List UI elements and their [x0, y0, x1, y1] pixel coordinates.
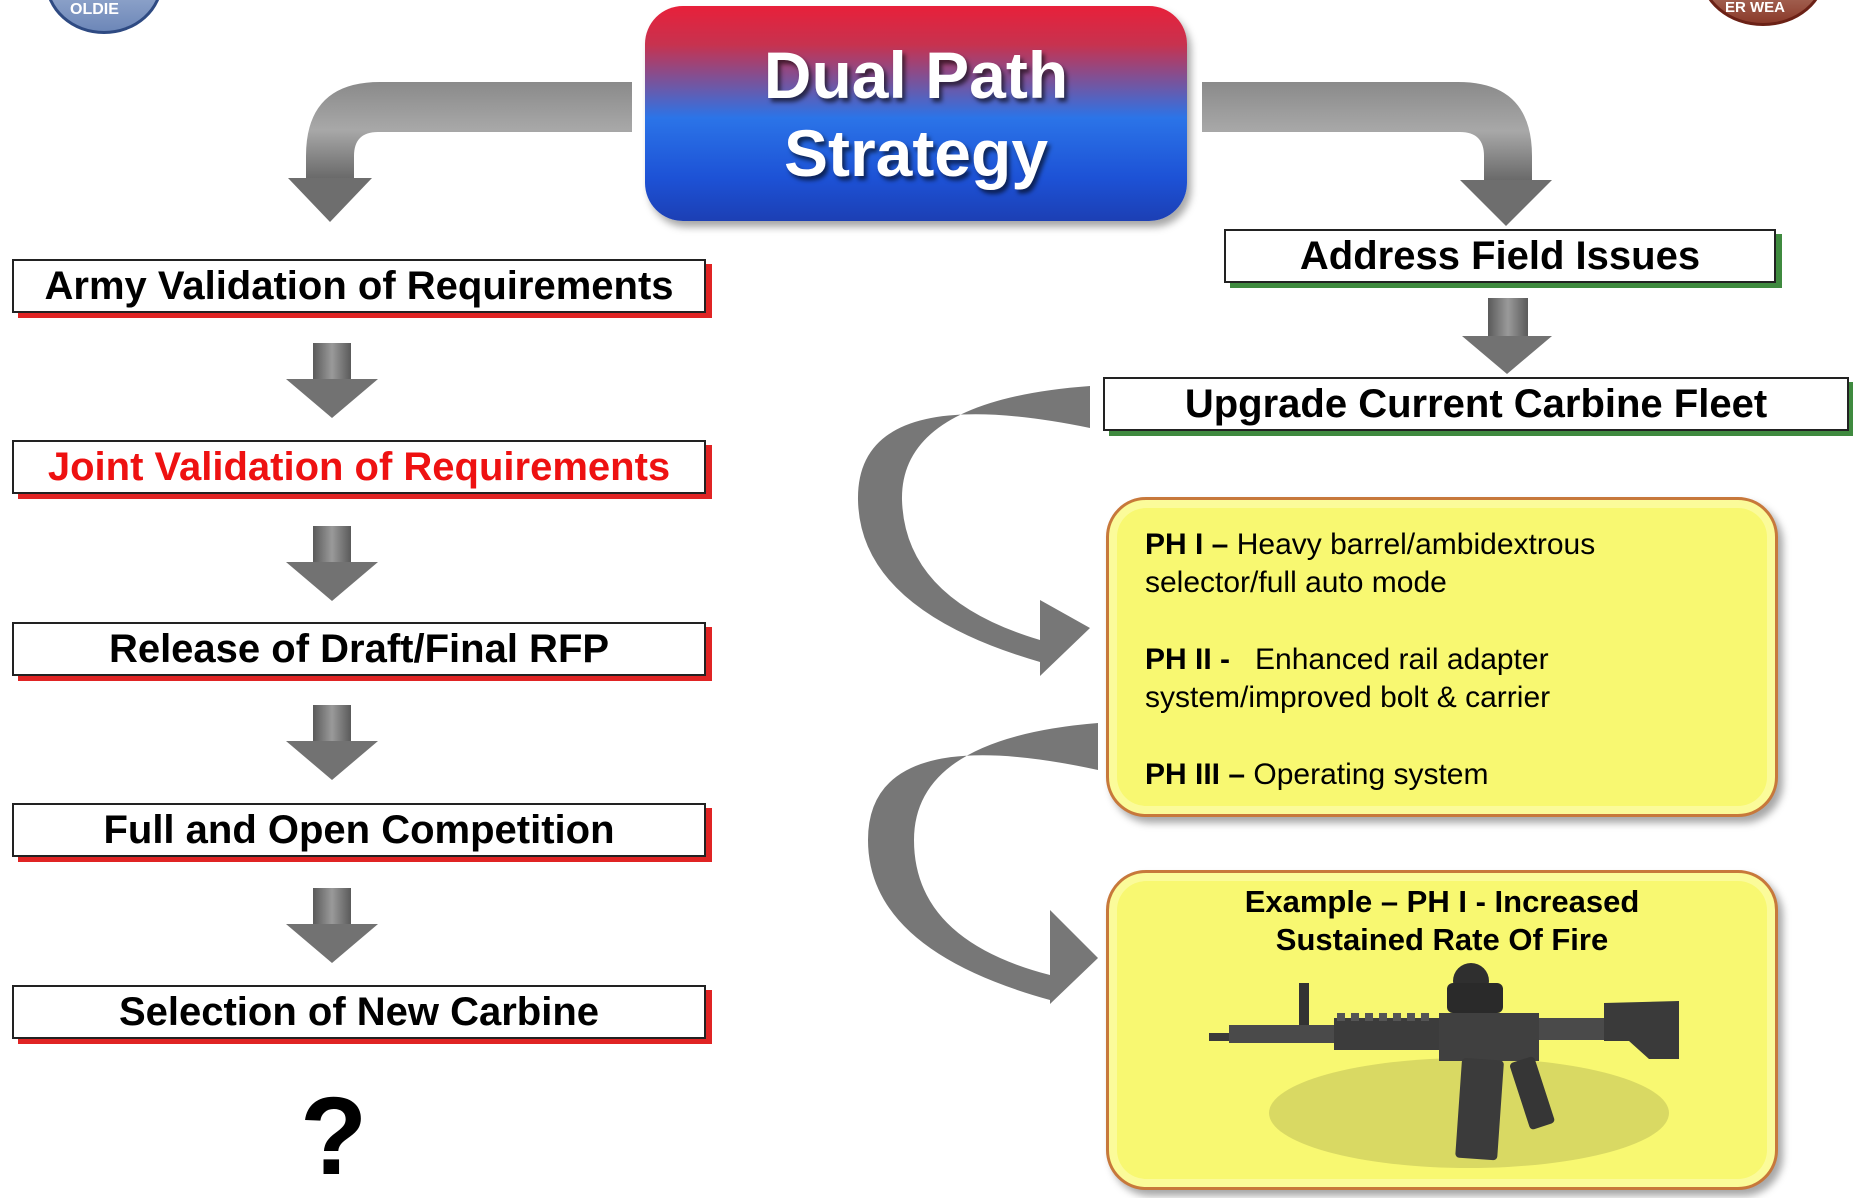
phase-2-text: Enhanced rail adapter: [1255, 643, 1549, 676]
step-label: Army Validation of Requirements: [44, 263, 674, 308]
connector-arrows: [286, 82, 1552, 1004]
example-title: Example – PH I - Increased Sustained Rat…: [1109, 883, 1775, 959]
phase-2-label: PH II -: [1145, 643, 1231, 676]
step-full-open-competition: Full and Open Competition: [12, 803, 706, 857]
down-arrow-1: [286, 343, 378, 418]
elbow-arrow-right: [1202, 82, 1552, 226]
step-label: Upgrade Current Carbine Fleet: [1184, 381, 1768, 426]
step-address-field-issues: Address Field Issues: [1224, 229, 1776, 283]
phase-1-label: PH I –: [1145, 528, 1229, 561]
down-arrow-4: [286, 888, 378, 963]
down-arrow-right: [1462, 298, 1552, 374]
step-release-rfp: Release of Draft/Final RFP: [12, 622, 706, 676]
step-upgrade-fleet: Upgrade Current Carbine Fleet: [1103, 377, 1849, 431]
title-line-1: Dual Path: [763, 37, 1069, 112]
step-army-validation: Army Validation of Requirements: [12, 259, 706, 313]
phase-2: PH II - Enhanced rail adapter system/imp…: [1145, 641, 1550, 717]
phase-3-text: Operating system: [1253, 758, 1489, 791]
carbine-rifle-image: [1209, 963, 1679, 1168]
phases-box: PH I – Heavy barrel/ambidextrous selecto…: [1106, 497, 1778, 817]
title-text: Dual Path Strategy: [764, 36, 1068, 192]
phase-1: PH I – Heavy barrel/ambidextrous selecto…: [1145, 526, 1595, 602]
elbow-arrow-left: [288, 82, 632, 222]
step-label: Address Field Issues: [1299, 233, 1701, 278]
example-line-2: Sustained Rate Of Fire: [1275, 922, 1609, 957]
step-label: Full and Open Competition: [103, 807, 615, 852]
step-joint-validation: Joint Validation of Requirements: [12, 440, 706, 494]
down-arrow-2: [286, 526, 378, 601]
phase-1-text: Heavy barrel/ambidextrous: [1236, 528, 1596, 561]
title-line-2: Strategy: [783, 115, 1049, 190]
title-box: Dual Path Strategy: [645, 6, 1187, 221]
curved-arrow-2: [868, 723, 1098, 1004]
phase-3-label: PH III –: [1145, 758, 1246, 791]
example-line-1: Example – PH I - Increased: [1244, 884, 1640, 919]
right-logo-text: ER WEA: [1725, 0, 1785, 16]
phase-1-text2: selector/full auto mode: [1145, 566, 1447, 599]
phase-3: PH III – Operating system: [1145, 756, 1488, 794]
step-label: Selection of New Carbine: [118, 989, 600, 1034]
step-label: Joint Validation of Requirements: [47, 444, 671, 489]
question-mark: ?: [300, 1075, 368, 1198]
left-logo-text: OLDIE: [70, 1, 119, 18]
step-selection-new-carbine: Selection of New Carbine: [12, 985, 706, 1039]
example-box: Example – PH I - Increased Sustained Rat…: [1106, 870, 1778, 1190]
curved-arrow-1: [857, 386, 1090, 676]
step-label: Release of Draft/Final RFP: [108, 626, 610, 671]
phase-2-text2: system/improved bolt & carrier: [1145, 681, 1551, 714]
down-arrow-3: [286, 705, 378, 780]
